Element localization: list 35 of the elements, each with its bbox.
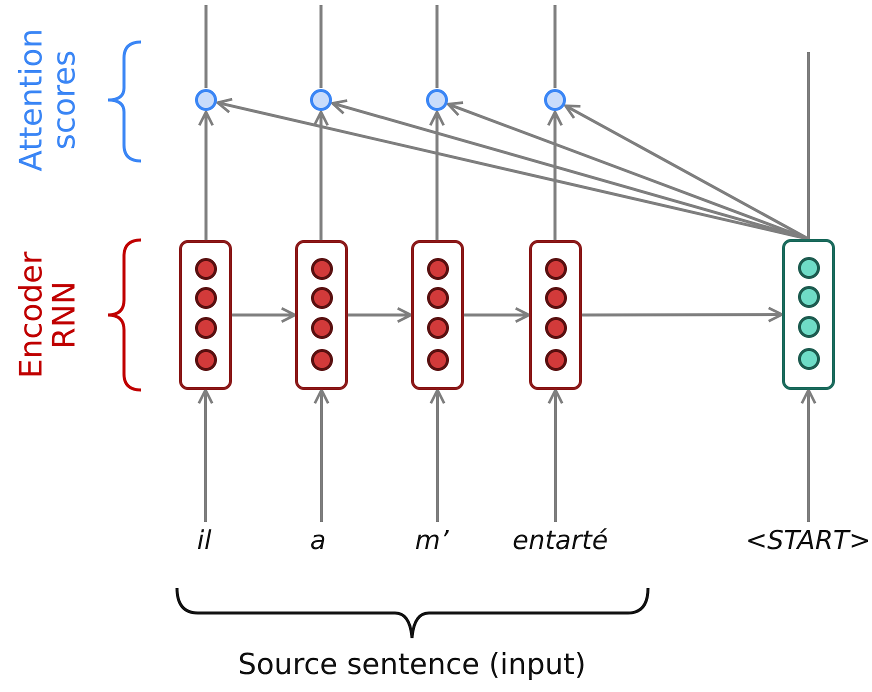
input-word: a: [310, 528, 326, 554]
arrow: [548, 388, 564, 522]
arrow: [232, 307, 296, 323]
encoder-hidden-state-box: [179, 240, 232, 390]
input-word: entarté: [512, 528, 608, 554]
attention-score-circle: [310, 89, 332, 111]
connector-line: [204, 5, 208, 88]
arrow: [547, 110, 563, 240]
encoder-hidden-state-box: [295, 240, 348, 390]
arrow: [430, 388, 446, 522]
decoder-hidden-state-box: [782, 239, 835, 390]
arrow: [313, 110, 329, 240]
connector-line: [436, 5, 438, 88]
arrow: [464, 307, 530, 323]
attention-score-circle: [544, 89, 566, 111]
arrow: [348, 307, 412, 323]
arrow: [198, 388, 214, 522]
arrow: [314, 388, 330, 522]
input-word: il: [197, 528, 212, 554]
arrow: [582, 306, 784, 323]
connector-line: [554, 5, 556, 88]
attention-score-circle: [426, 89, 448, 111]
encoder-hidden-state-box: [529, 240, 582, 390]
arrow: [800, 388, 816, 522]
input-word: <START>: [746, 528, 871, 554]
side-label: Encoder RNN: [15, 250, 81, 380]
attention-score-circle: [195, 89, 217, 111]
input-word: m’: [415, 528, 449, 554]
connector-line: [320, 5, 322, 88]
encoder-hidden-state-box: [411, 240, 464, 390]
connector-line: [807, 52, 810, 239]
caption-label: Source sentence (input): [238, 647, 586, 681]
arrow: [429, 110, 445, 240]
side-label: Attention scores: [15, 27, 81, 174]
arrow: [198, 110, 214, 240]
